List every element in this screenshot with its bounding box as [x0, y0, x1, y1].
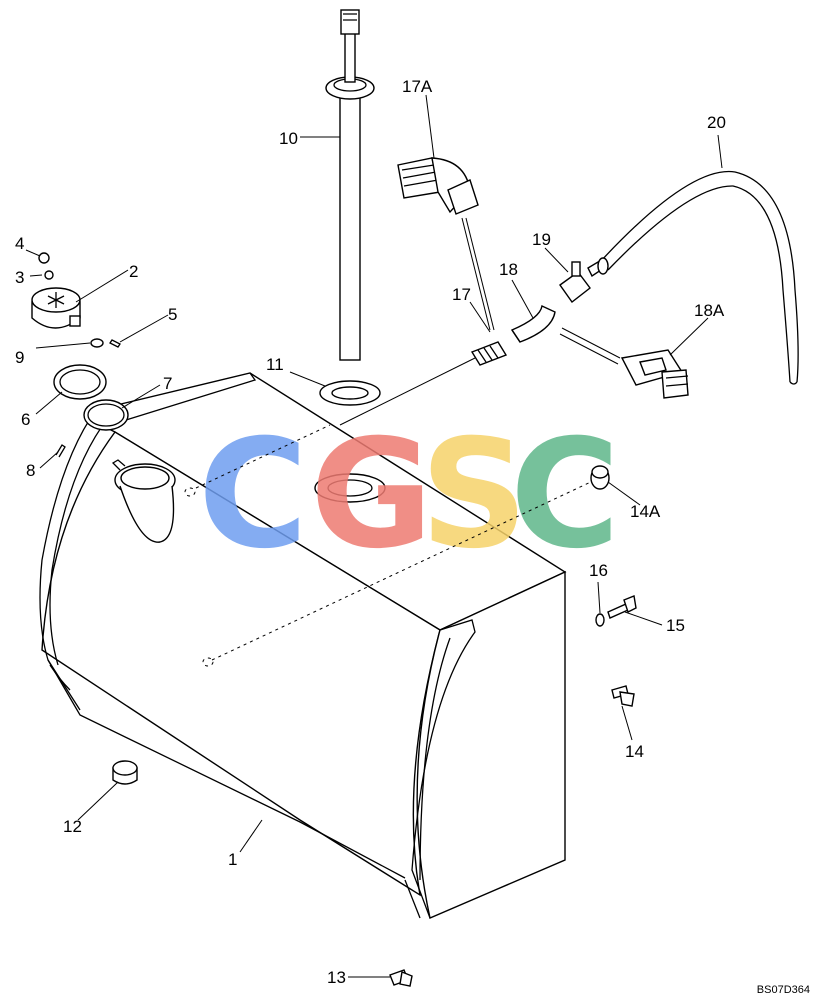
callout-16: 16: [589, 561, 608, 580]
seal-ring-6: [53, 364, 107, 400]
cap-part-3: [44, 270, 54, 280]
drawing-code: BS07D364: [756, 984, 810, 996]
watermark-letter-s: S: [420, 408, 528, 582]
callout-10: 10: [279, 129, 298, 148]
callout-19: 19: [532, 230, 551, 249]
washer-16: [595, 613, 605, 627]
callout-20: 20: [707, 113, 726, 132]
callout-18a: 18A: [694, 301, 725, 320]
callout-14a: 14A: [630, 502, 661, 521]
elbow-17a: [397, 157, 479, 215]
callout-5: 5: [168, 305, 177, 324]
valve-19: [559, 260, 602, 304]
callout-2: 2: [129, 262, 138, 281]
callout-4: 4: [15, 234, 24, 253]
plug-12: [112, 760, 138, 785]
callout-9: 9: [15, 348, 24, 367]
callout-3: 3: [15, 268, 24, 287]
callout-14: 14: [625, 742, 644, 761]
screw-5: [109, 339, 121, 348]
callout-18: 18: [499, 260, 518, 279]
fuel-tank: [39, 372, 567, 919]
fuel-hose: [597, 170, 799, 385]
callout-8: 8: [26, 461, 35, 480]
fitting-14: [611, 685, 635, 707]
callout-13: 13: [327, 968, 346, 987]
callout-17: 17: [452, 285, 471, 304]
elbow-18a: [620, 349, 689, 399]
callout-11: 11: [266, 355, 284, 374]
retaining-ring-7: [83, 399, 129, 431]
watermark-letter-c2: C: [510, 408, 620, 582]
fitting-17: [470, 341, 508, 366]
washer-9: [90, 338, 104, 348]
fitting-13: [389, 969, 413, 987]
hose-elbow-18: [510, 304, 556, 343]
watermark: C G S C: [198, 408, 620, 582]
watermark-letter-c: C: [198, 408, 308, 582]
pin-8: [55, 444, 66, 458]
callout-17a: 17A: [402, 77, 433, 96]
bolt-15: [607, 595, 637, 619]
gasket: [319, 380, 381, 406]
callout-15: 15: [666, 616, 685, 635]
filler-cap: [31, 287, 81, 329]
callout-1: 1: [228, 850, 237, 869]
callout-12: 12: [63, 817, 82, 836]
plug-14a: [590, 465, 610, 490]
cap-part-4: [38, 252, 50, 264]
fuel-sender: [325, 9, 375, 361]
callout-7: 7: [163, 374, 172, 393]
callout-6: 6: [21, 410, 30, 429]
watermark-letter-g: G: [310, 408, 433, 582]
